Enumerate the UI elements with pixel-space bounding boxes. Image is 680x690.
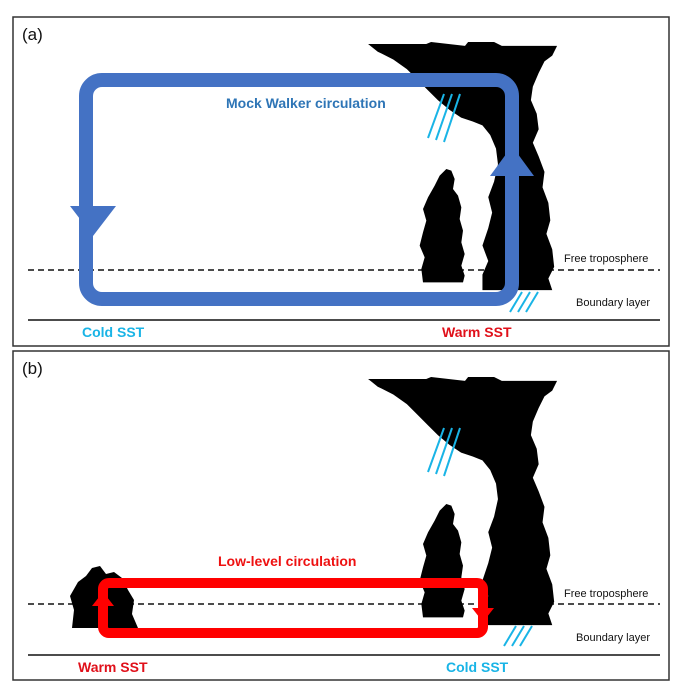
walker-circulation-loop bbox=[79, 73, 519, 306]
cumulus-cloud-a bbox=[419, 169, 465, 283]
panel-b: (b) Low-level circulation bbox=[12, 350, 670, 681]
free-troposphere-label-a: Free troposphere bbox=[564, 253, 648, 265]
walker-circulation-title: Mock Walker circulation bbox=[226, 95, 386, 111]
panel-a-frame bbox=[12, 16, 670, 347]
ascending-arrow-a bbox=[490, 146, 534, 176]
free-troposphere-label-b: Free troposphere bbox=[564, 588, 648, 600]
rain-streaks-upper-a bbox=[427, 93, 461, 143]
panel-a: (a) Mock Walker circulation Free tro bbox=[12, 16, 670, 347]
cold-sst-label-b: Cold SST bbox=[446, 659, 509, 675]
rain-streaks-upper-b bbox=[427, 427, 461, 477]
panel-b-label: (b) bbox=[22, 359, 43, 378]
boundary-layer-label-a: Boundary layer bbox=[576, 297, 650, 309]
rain-streaks-lower-a bbox=[509, 291, 539, 313]
warm-sst-label-b: Warm SST bbox=[78, 659, 148, 675]
panel-a-label: (a) bbox=[22, 25, 43, 44]
rain-streaks-lower-b bbox=[503, 625, 533, 647]
cold-sst-label-a: Cold SST bbox=[82, 324, 145, 340]
boundary-layer-label-b: Boundary layer bbox=[576, 632, 650, 644]
descending-arrow-a bbox=[70, 206, 116, 236]
descending-arrow-b bbox=[472, 608, 494, 622]
panel-b-frame bbox=[12, 350, 670, 681]
cumulus-cloud-b bbox=[419, 504, 465, 618]
low-level-circulation-title: Low-level circulation bbox=[218, 553, 356, 569]
warm-sst-label-a: Warm SST bbox=[442, 324, 512, 340]
ascending-arrow-b bbox=[92, 592, 114, 606]
